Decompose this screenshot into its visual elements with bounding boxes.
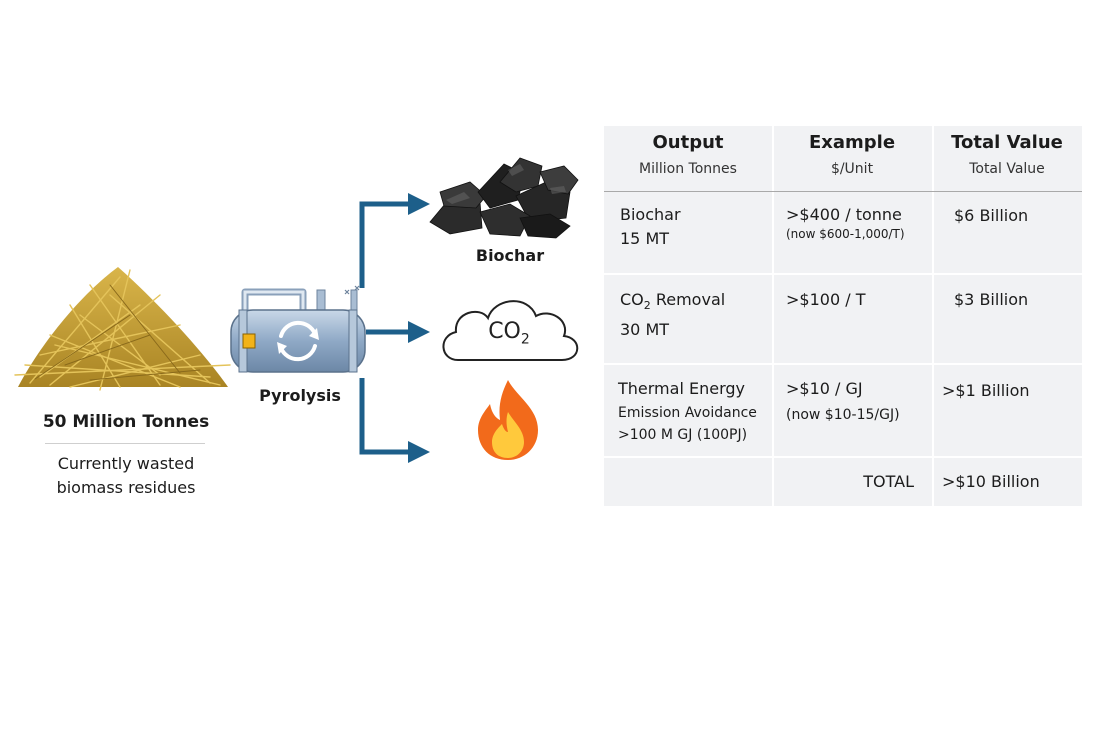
table-row-energy-output: Thermal Energy Emission Avoidance >100 M… (612, 377, 772, 445)
header-title: Output (652, 132, 724, 153)
header-title: Example (808, 132, 896, 153)
row-separator (604, 273, 1082, 275)
table-row-co2-price: >$100 / T (786, 290, 866, 309)
total-label: TOTAL (863, 472, 914, 491)
divider (45, 443, 205, 444)
header-example: Example $/Unit (772, 132, 932, 177)
table-row-biochar-value: $6 Billion (954, 206, 1029, 225)
cloud-icon (442, 300, 579, 361)
co2-main: CO (488, 319, 521, 344)
feedstock-description-line: Currently wasted (57, 454, 195, 473)
output-name: Biochar (620, 205, 681, 224)
header-subtitle: $/Unit (830, 161, 874, 177)
column-separator (772, 126, 774, 506)
output-name: Thermal Energy (618, 379, 745, 398)
output-quantity: >100 M GJ (100PJ) (618, 427, 748, 443)
table-row-biochar-output: Biochar 15 MT (614, 203, 764, 251)
column-separator (932, 126, 934, 506)
arrow-head-biochar (408, 193, 430, 215)
flame-icon (478, 380, 538, 460)
feedstock-description-line: biomass residues (56, 478, 196, 497)
header-subtitle: Million Tonnes (639, 161, 737, 177)
feedstock-description: Currently wasted biomass residues (20, 452, 232, 500)
straw-pile-icon (14, 267, 231, 391)
header-title: Total Value (951, 132, 1063, 153)
price-note: (now $10-15/GJ) (786, 407, 900, 423)
table-row-energy-price: >$10 / GJ (now $10-15/GJ) (780, 377, 932, 425)
header-output: Output Million Tonnes (604, 132, 772, 177)
row-separator (604, 363, 1082, 365)
output-subname: Emission Avoidance (618, 405, 757, 421)
value-table: Output Million Tonnes Example $/Unit Tot… (604, 126, 1082, 506)
header-divider (604, 191, 1082, 192)
arrow-head-energy (408, 441, 430, 463)
biochar-label: Biochar (475, 246, 545, 265)
header-total-value: Total Value Total Value (932, 132, 1082, 177)
table-row-energy-value: >$1 Billion (942, 381, 1030, 400)
table-row-co2-value: $3 Billion (954, 290, 1029, 309)
pyrolysis-label: Pyrolysis (259, 386, 341, 405)
table-row-biochar-price: >$400 / tonne (now $600-1,000/T) (780, 203, 932, 241)
co2-label: CO2 (466, 319, 552, 347)
output-name-main: CO (620, 290, 644, 309)
price-main: >$10 / GJ (786, 379, 863, 398)
pyrolysis-reactor-icon (230, 285, 366, 373)
flow-arrows (359, 193, 430, 463)
output-name: CO2 Removal (620, 288, 758, 318)
table-row-co2-output: CO2 Removal 30 MT (614, 288, 764, 342)
output-quantity: 15 MT (620, 229, 670, 248)
total-value: >$10 Billion (942, 472, 1040, 491)
price-main: >$400 / tonne (786, 205, 902, 224)
output-name-subscript: 2 (643, 299, 651, 313)
output-quantity: 30 MT (620, 320, 670, 340)
biochar-icon (429, 157, 579, 239)
row-separator (604, 456, 1082, 458)
output-name-rest: Removal (650, 290, 726, 309)
price-note: (now $600-1,000/T) (786, 227, 905, 241)
arrow-head-co2 (408, 321, 430, 343)
header-subtitle: Total Value (969, 161, 1045, 177)
co2-subscript: 2 (520, 331, 530, 348)
feedstock-amount: 50 Million Tonnes (42, 412, 210, 432)
